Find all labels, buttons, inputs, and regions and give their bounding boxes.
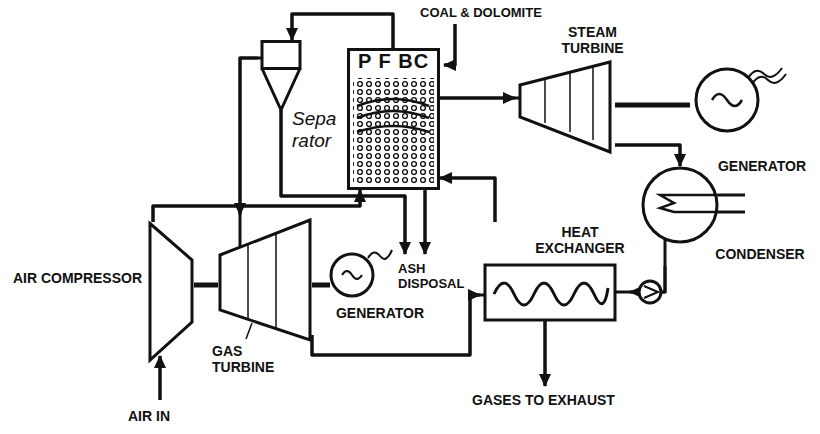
shape-outline bbox=[2, 222, 194, 362]
coal-feed-line bbox=[444, 24, 455, 65]
part-label: ASH DISPOSAL bbox=[398, 262, 468, 292]
air-inlet-line bbox=[158, 356, 162, 400]
node-label: STEAM TURBINE bbox=[555, 24, 630, 56]
label-holder: COAL & DOLOMITE bbox=[420, 6, 550, 21]
node-label: GAS TURBINE bbox=[212, 343, 282, 375]
cyclone-separator: Separator bbox=[258, 40, 343, 155]
exhaust-line bbox=[543, 320, 547, 386]
node-label: HEAT EXCHANGER bbox=[530, 224, 630, 256]
node-label: P F BC bbox=[347, 50, 440, 73]
steam-turbine: STEAM TURBINE bbox=[515, 24, 615, 156]
node-label: CONDENSER bbox=[705, 246, 815, 262]
node-label: GENERATOR bbox=[710, 158, 814, 174]
flow-pipe bbox=[440, 178, 495, 222]
node-label: AIR COMPRESSOR bbox=[2, 270, 142, 286]
flow-pipe bbox=[440, 96, 515, 100]
flow-pipe bbox=[240, 58, 258, 215]
shaft-line bbox=[615, 103, 690, 108]
air-compressor: AIR COMPRESSOR bbox=[2, 222, 194, 362]
bed-ash-line bbox=[423, 190, 427, 254]
shape-outline bbox=[480, 222, 630, 322]
generator-circle: GENERATOR bbox=[690, 64, 814, 178]
gas-turbine: GAS TURBINE bbox=[218, 215, 312, 375]
shaft-line bbox=[312, 283, 330, 288]
heat-exchanger-box: HEAT EXCHANGER bbox=[480, 222, 630, 322]
label-holder: AIR IN bbox=[128, 408, 208, 424]
node-label: Separator bbox=[292, 108, 340, 152]
combustor-box: P F BC bbox=[347, 48, 440, 190]
part-label: COAL & DOLOMITE bbox=[420, 6, 550, 21]
label-holder: ASH DISPOSAL bbox=[398, 262, 468, 292]
part-label: GASES TO EXHAUST bbox=[472, 392, 652, 408]
label-holder: GASES TO EXHAUST bbox=[472, 392, 652, 408]
part-label: AIR IN bbox=[128, 408, 208, 424]
flow-pipe bbox=[292, 14, 393, 48]
feed-pump bbox=[639, 281, 661, 303]
leader-line bbox=[246, 323, 252, 339]
condenser-circle: CONDENSER bbox=[640, 166, 815, 266]
flow-pipe bbox=[615, 145, 680, 166]
flow-pipe bbox=[312, 295, 480, 355]
node-label: GENERATOR bbox=[330, 305, 430, 321]
shaft-line bbox=[194, 283, 218, 288]
